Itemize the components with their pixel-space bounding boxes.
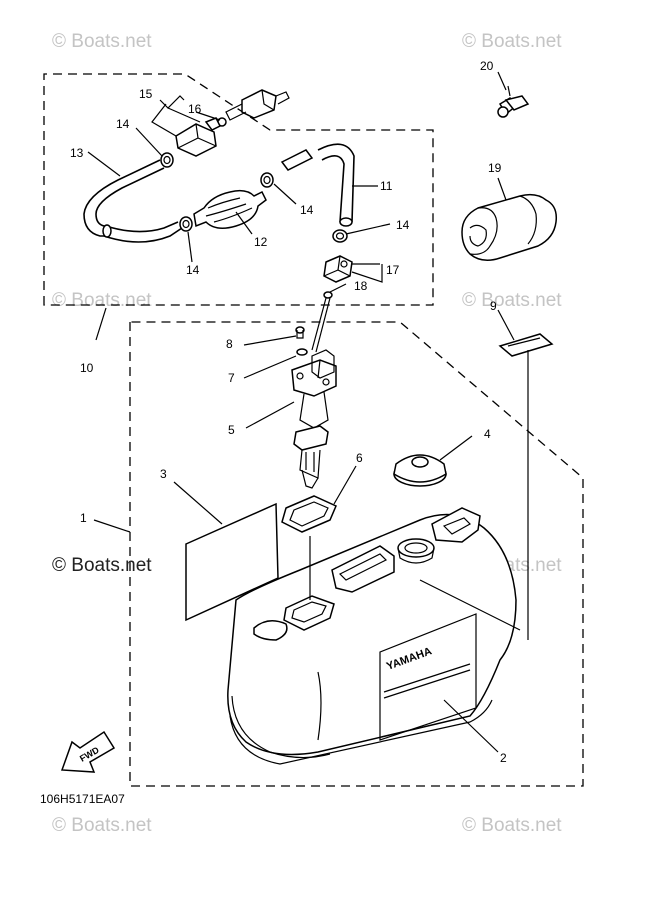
fuel-line-kit-boundary: [43, 73, 434, 306]
warning-label-9: [498, 333, 554, 357]
connector-16: [217, 89, 290, 127]
callout-7: 7: [228, 371, 235, 385]
callout-19: 19: [488, 161, 502, 175]
watermark-mid-left: © Boats.net: [52, 290, 152, 311]
o-ring-18: [323, 291, 333, 299]
label-3: [185, 502, 279, 622]
fuel-hose-13: [83, 159, 183, 243]
watermark-bottom-left: © Boats.net: [52, 815, 152, 836]
callout-numbers: 20 15 16 14 13 19 11 14 14 12 17 14 18 9…: [70, 59, 507, 765]
watermark-top-left: © Boats.net: [52, 31, 152, 52]
callout-14-top: 14: [116, 117, 130, 131]
tank-connector-20: [497, 85, 530, 118]
callout-18: 18: [354, 279, 368, 293]
callout-10: 10: [80, 361, 94, 375]
callout-1: 1: [80, 511, 87, 525]
screw-8: [295, 326, 305, 339]
callout-8: 8: [226, 337, 233, 351]
tank-assembly-boundary: [129, 321, 584, 787]
callout-3: 3: [160, 467, 167, 481]
clamp-14-lower-left: [179, 216, 193, 232]
callout-20: 20: [480, 59, 494, 73]
callout-14-mid: 14: [300, 203, 314, 217]
clamp-14-hose-11: [332, 229, 348, 243]
callout-6: 6: [356, 451, 363, 465]
connector-17: [323, 255, 353, 283]
diagram-code: 106H5171EA07: [40, 792, 125, 806]
primer-bulb-12: [193, 189, 267, 229]
hose-joint-15: [175, 117, 222, 157]
callout-2: 2: [500, 751, 507, 765]
callout-9: 9: [490, 299, 497, 313]
pickup-line: [311, 297, 327, 351]
watermark-top-right: © Boats.net: [462, 31, 562, 52]
callout-15: 15: [139, 87, 153, 101]
washer-7: [296, 348, 308, 356]
callout-14-bottom: 14: [186, 263, 200, 277]
watermark-bottom-right: © Boats.net: [462, 815, 562, 836]
callout-16: 16: [188, 102, 202, 116]
watermark-mid-left-dark: © Boats.net: [52, 555, 152, 576]
hose-piece: [280, 149, 314, 171]
callout-14-right: 14: [396, 218, 410, 232]
fuel-gauge-5: [291, 349, 337, 489]
callout-4: 4: [484, 427, 491, 441]
fuel-cap-4: [393, 454, 447, 487]
gasket-6: [281, 495, 337, 533]
callout-5: 5: [228, 423, 235, 437]
callout-12: 12: [254, 235, 268, 249]
watermark-mid-right-upper: © Boats.net: [462, 290, 562, 311]
cover-19: [461, 193, 558, 261]
fuel-tank-2: YAMAHA: [227, 507, 517, 765]
callout-11: 11: [380, 179, 393, 193]
callout-17: 17: [386, 263, 400, 277]
callout-13: 13: [70, 146, 84, 160]
leader-lines: [87, 71, 529, 753]
forward-arrow-icon: FWD: [60, 730, 116, 773]
fuel-hose-11: [317, 143, 355, 227]
clamp-14-upper-left: [160, 152, 174, 168]
clamp-14-right: [260, 172, 274, 188]
